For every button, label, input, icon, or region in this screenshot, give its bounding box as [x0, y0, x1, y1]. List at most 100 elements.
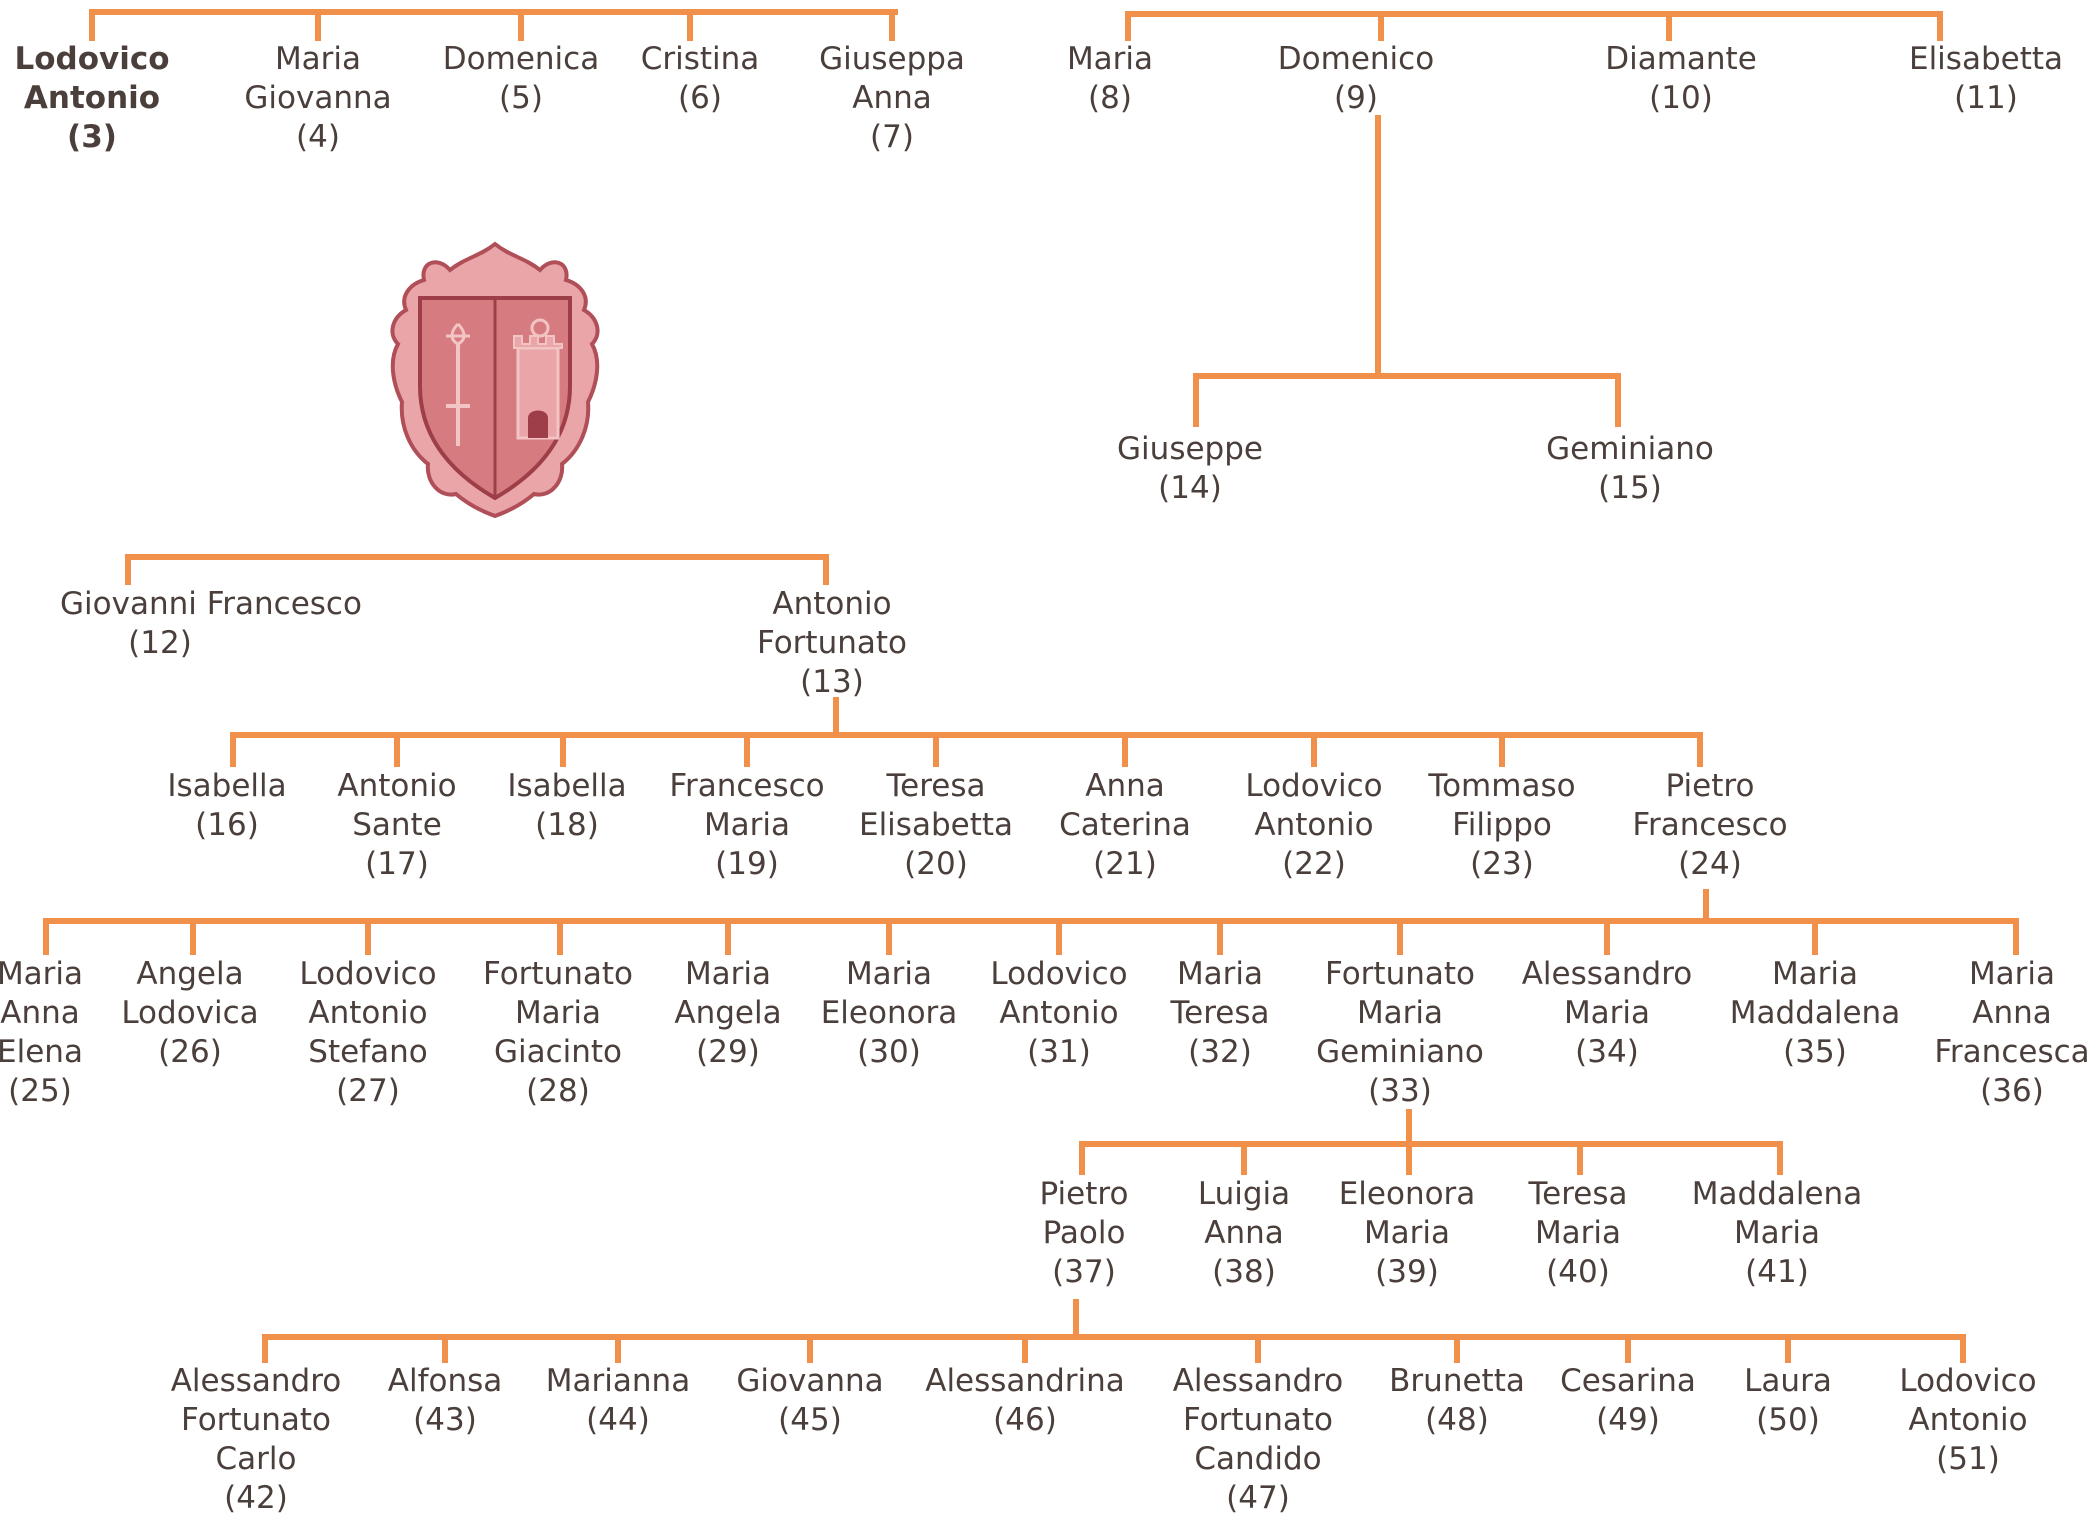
person-number: (19) — [715, 846, 779, 882]
person-number: (7) — [870, 119, 914, 155]
person-name-line: Antonio — [772, 586, 892, 622]
person-name-line: Elisabetta — [1908, 41, 2064, 77]
person-number: (10) — [1649, 80, 1713, 116]
person-name-line: Alessandro — [170, 1363, 342, 1399]
person-name-line: Antonio — [1254, 807, 1374, 843]
person-name-line: Anna — [852, 80, 932, 116]
person-16: Isabella(16) — [127, 767, 327, 845]
person-name-line: Lodovico — [14, 41, 170, 77]
person-name-line: Teresa — [886, 768, 986, 804]
person-number: (42) — [224, 1480, 288, 1516]
person-name-line: Domenica — [442, 41, 600, 77]
person-number: (48) — [1425, 1402, 1489, 1438]
person-name-line: Giuseppa — [819, 41, 965, 77]
person-49: Cesarina(49) — [1528, 1362, 1728, 1440]
person-name-line: Giovanna — [244, 80, 392, 116]
person-name-line: Isabella — [167, 768, 287, 804]
person-12: Giovanni Francesco(12) — [60, 585, 362, 663]
person-number: (14) — [1158, 470, 1222, 506]
person-name-line: Elena — [0, 1034, 83, 1070]
person-10: Diamante(10) — [1581, 40, 1781, 118]
person-name-line: Isabella — [507, 768, 627, 804]
person-name-line: Filippo — [1452, 807, 1552, 843]
person-number: (36) — [1980, 1073, 2044, 1109]
person-9: Domenico(9) — [1256, 40, 1456, 118]
person-name-line: Giacinto — [493, 1034, 623, 1070]
person-number: (5) — [499, 80, 543, 116]
person-name-line: Francesca — [1934, 1034, 2090, 1070]
person-number: (12) — [128, 625, 192, 661]
crest-tower — [513, 318, 563, 440]
person-name-line: Maria — [1176, 956, 1264, 992]
person-name-line: Maria — [1363, 1215, 1451, 1251]
person-name-line: Maria — [1356, 995, 1444, 1031]
person-number: (50) — [1756, 1402, 1820, 1438]
person-name-line: Maria — [1563, 995, 1651, 1031]
person-number: (4) — [296, 119, 340, 155]
person-number: (26) — [158, 1034, 222, 1070]
person-8: Maria(8) — [1010, 40, 1210, 118]
person-name-line: Tommaso — [1428, 768, 1576, 804]
person-number: (49) — [1596, 1402, 1660, 1438]
person-number: (46) — [993, 1402, 1057, 1438]
person-number: (16) — [195, 807, 259, 843]
person-number: (22) — [1282, 846, 1346, 882]
person-name-line: Giovanna — [736, 1363, 884, 1399]
person-name-line: Antonio — [308, 995, 428, 1031]
person-43: Alfonsa(43) — [345, 1362, 545, 1440]
person-number: (43) — [413, 1402, 477, 1438]
person-name-line: Paolo — [1042, 1215, 1126, 1251]
person-name-line: Giuseppe — [1117, 431, 1263, 467]
person-name-line: Cesarina — [1560, 1363, 1696, 1399]
person-name-line: Anna — [1972, 995, 2052, 1031]
person-name-line: Maddalena — [1729, 995, 1901, 1031]
person-name-line: Maria — [1771, 956, 1859, 992]
person-name-line: Maria — [1534, 1215, 1622, 1251]
person-name-line: Francesco — [1632, 807, 1788, 843]
person-name-line: Anna — [0, 995, 80, 1031]
person-number: (24) — [1678, 846, 1742, 882]
person-name-line: Antonio — [999, 995, 1119, 1031]
person-number: (28) — [526, 1073, 590, 1109]
person-name-line: Lodovica — [121, 995, 259, 1031]
person-number: (39) — [1375, 1254, 1439, 1290]
person-name-line: Sante — [352, 807, 442, 843]
person-name-line: Maria — [684, 956, 772, 992]
person-name-line: Antonio — [1908, 1402, 2028, 1438]
person-name-line: Francesco — [669, 768, 825, 804]
person-number: (47) — [1226, 1480, 1290, 1516]
person-name-line: Geminiano — [1316, 1034, 1484, 1070]
person-number: (32) — [1188, 1034, 1252, 1070]
person-number: (23) — [1470, 846, 1534, 882]
person-number: (31) — [1027, 1034, 1091, 1070]
person-name-line: Candido — [1194, 1441, 1322, 1477]
person-name-line: Angela — [674, 995, 782, 1031]
person-number: (44) — [586, 1402, 650, 1438]
person-name-line: Fortunato — [482, 956, 633, 992]
person-name-line: Maria — [274, 41, 362, 77]
person-6: Cristina(6) — [600, 40, 800, 118]
person-number: (34) — [1575, 1034, 1639, 1070]
person-name-line: Maria — [1968, 956, 2056, 992]
person-name-line: Cristina — [640, 41, 760, 77]
person-number: (15) — [1598, 470, 1662, 506]
person-5: Domenica(5) — [421, 40, 621, 118]
person-name-line: Fortunato — [1182, 1402, 1333, 1438]
person-46: Alessandrina(46) — [925, 1362, 1125, 1440]
person-45: Giovanna(45) — [710, 1362, 910, 1440]
person-name-line: Antonio — [337, 768, 457, 804]
